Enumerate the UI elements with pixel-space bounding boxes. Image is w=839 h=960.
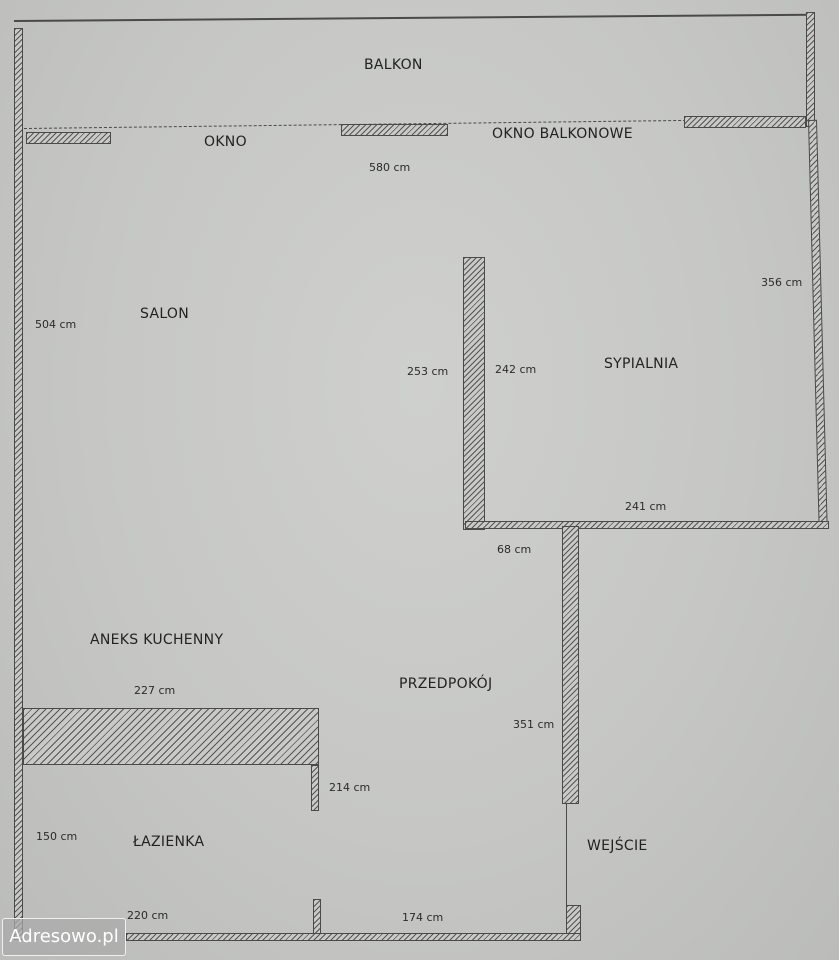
balcony-top-line bbox=[14, 13, 812, 22]
bottom-outer-wall bbox=[126, 933, 581, 941]
dim-sypialnia-wall-outer: 253 cm bbox=[407, 365, 449, 378]
bedroom-right-wall bbox=[808, 119, 828, 525]
dim-przedpokoj-wall: 351 cm bbox=[513, 718, 555, 731]
dim-sypialnia-right: 356 cm bbox=[761, 276, 803, 289]
room-label-lazienka: ŁAZIENKA bbox=[133, 834, 205, 850]
dim-aneks-width: 227 cm bbox=[134, 684, 176, 697]
room-label-przedpokoj: PRZEDPOKÓJ bbox=[399, 676, 493, 692]
left-outer-wall bbox=[14, 28, 23, 940]
room-label-aneks-kuchenny: ANEKS KUCHENNY bbox=[90, 632, 224, 648]
dim-lazienka-height: 150 cm bbox=[36, 830, 78, 843]
dim-sypialnia-wall-inner: 242 cm bbox=[495, 363, 537, 376]
bedroom-bottom-wall bbox=[465, 521, 829, 529]
entrance-door-line bbox=[566, 804, 567, 908]
hallway-right-wall bbox=[562, 526, 579, 804]
room-label-sypialnia: SYPIALNIA bbox=[604, 356, 679, 372]
window-pier-left bbox=[26, 132, 111, 144]
dim-lazienka-wall: 214 cm bbox=[329, 781, 371, 794]
dim-salon-height: 504 cm bbox=[35, 318, 77, 331]
dim-przedpokoj-bottom: 174 cm bbox=[402, 911, 444, 924]
watermark-logo: Adresowo.pl bbox=[2, 918, 126, 956]
label-okno: OKNO bbox=[204, 134, 247, 150]
kitchen-partition bbox=[23, 708, 319, 765]
window-pier-right bbox=[684, 116, 806, 128]
dim-salon-width: 580 cm bbox=[369, 161, 411, 174]
bedroom-left-wall bbox=[463, 257, 485, 530]
dim-lazienka-width: 220 cm bbox=[127, 909, 169, 922]
bathroom-wall-stub-bottom bbox=[313, 899, 321, 934]
bathroom-wall-stub-top bbox=[311, 765, 319, 811]
right-outer-wall bbox=[806, 12, 815, 127]
label-okno-balkonowe: OKNO BALKONOWE bbox=[492, 126, 633, 142]
window-pier-middle bbox=[341, 124, 448, 136]
dim-passage: 68 cm bbox=[497, 543, 532, 556]
room-label-salon: SALON bbox=[140, 306, 190, 322]
dim-sypialnia-bottom: 241 cm bbox=[625, 500, 667, 513]
room-label-wejscie: WEJŚCIE bbox=[587, 838, 648, 854]
room-label-balkon: BALKON bbox=[364, 57, 423, 73]
